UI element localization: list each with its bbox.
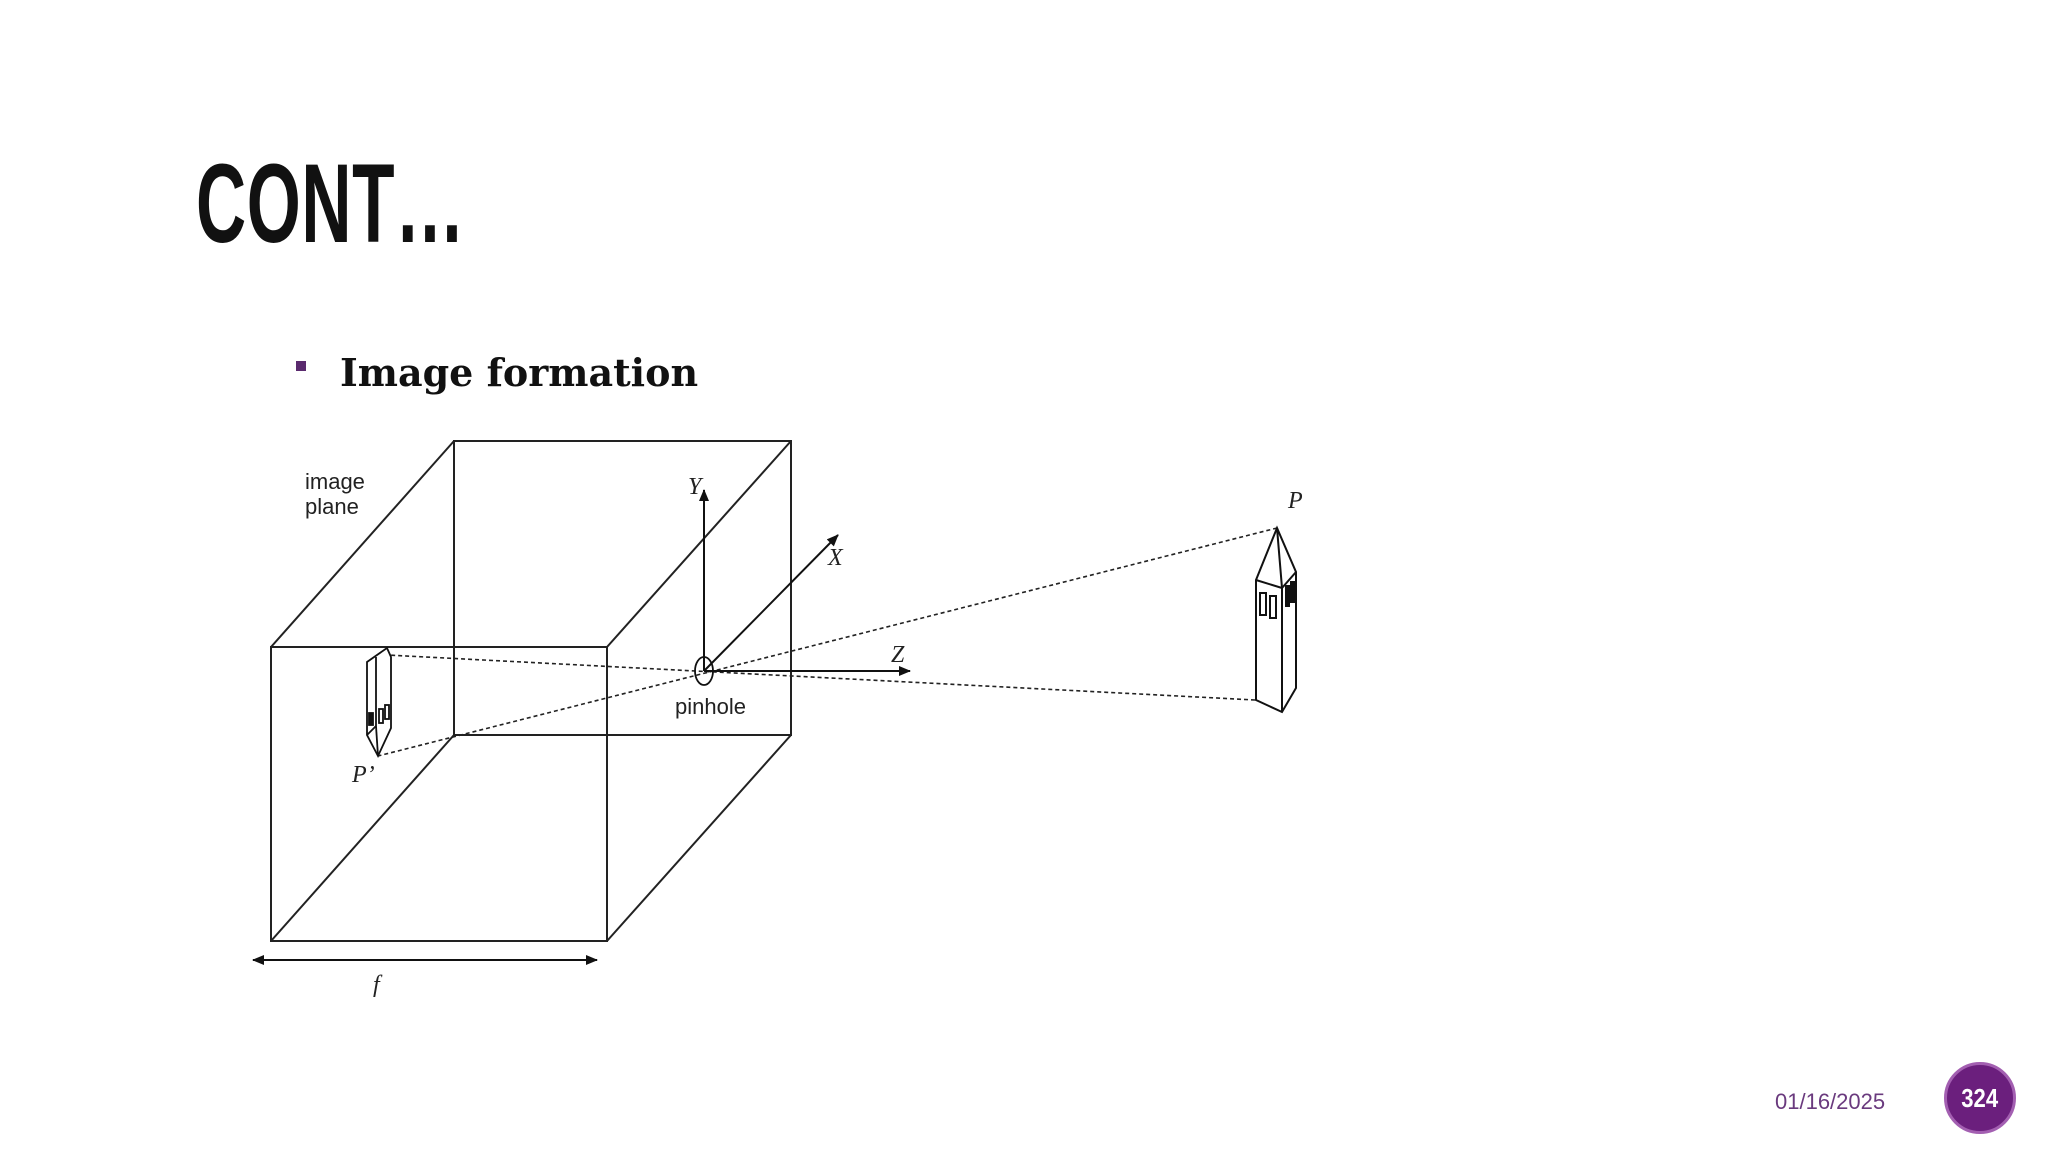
- box-edge-top-left: [270, 440, 455, 648]
- slide-title: CONT…: [196, 141, 466, 266]
- image-plane-label-line1: image: [305, 469, 365, 494]
- box-edge-bottom-left: [270, 734, 455, 942]
- page-number: 324: [1961, 1082, 1999, 1113]
- image-plane-label-line2: plane: [305, 494, 359, 519]
- box-edge-bottom-right: [606, 734, 792, 942]
- ray-top: [377, 527, 1278, 757]
- point-p-prime-label: P’: [351, 762, 375, 788]
- box-front-face: [270, 646, 608, 942]
- x-axis-label: X: [827, 545, 844, 571]
- page-number-badge: 324: [1944, 1062, 2016, 1134]
- z-axis-label: Z: [891, 642, 905, 668]
- footer-date: 01/16/2025: [1775, 1089, 1886, 1114]
- axes: [699, 489, 911, 676]
- focal-length-label: f: [373, 972, 383, 998]
- box-back-face: [453, 440, 792, 736]
- bullet-text: Image formation: [340, 350, 699, 395]
- ray-bottom: [386, 654, 1256, 701]
- bullet-item: Image formation: [296, 350, 698, 395]
- box-edge-top-right: [606, 440, 792, 648]
- tower-object: [1255, 525, 1297, 714]
- inverted-image: [366, 646, 392, 759]
- y-axis-label: Y: [688, 474, 704, 500]
- pinhole-label: pinhole: [675, 694, 746, 719]
- x-axis-arrow: [703, 534, 839, 672]
- camera-box: [270, 440, 792, 942]
- point-p-label: P: [1287, 488, 1303, 514]
- projection-rays: [377, 527, 1278, 757]
- pinhole-aperture: [694, 656, 714, 686]
- bullet-square-icon: [296, 360, 306, 371]
